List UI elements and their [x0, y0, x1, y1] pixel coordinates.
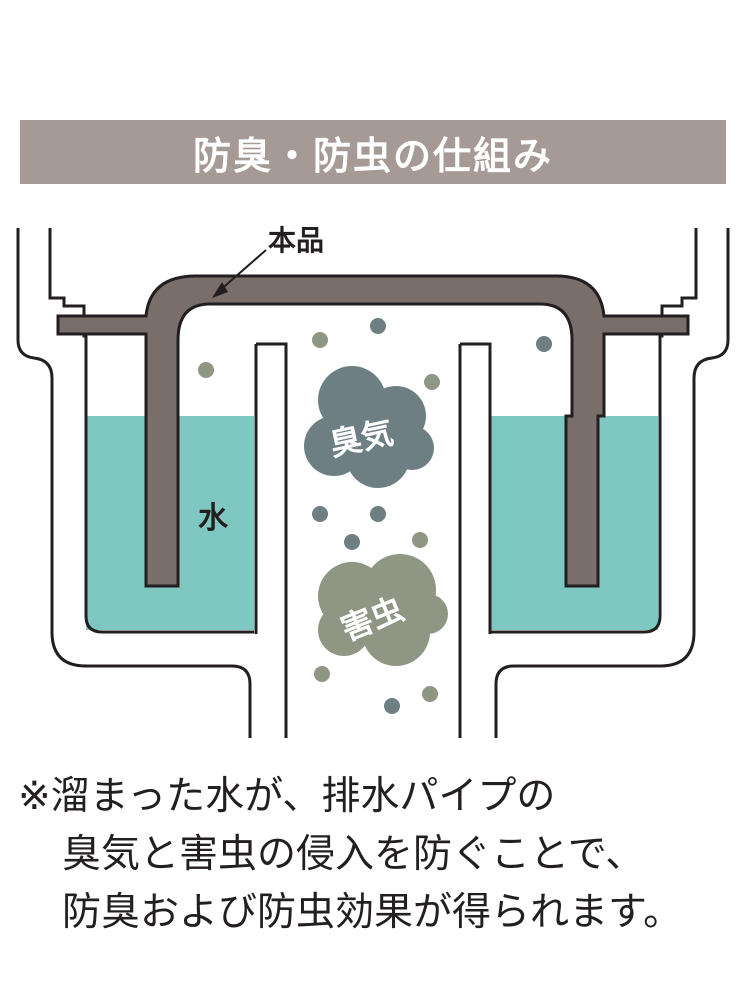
note-line-3: 防臭および防虫効果が得られます。 [62, 890, 683, 935]
particle [412, 532, 428, 548]
drain-pipe-left-wall [254, 342, 288, 738]
particle [422, 686, 438, 702]
product-label: 本品 [268, 224, 324, 257]
housing-outline-right [494, 228, 730, 738]
particle [314, 666, 330, 682]
drain-pipe-right-wall [458, 342, 492, 738]
odor-cloud [304, 366, 434, 488]
particle [198, 362, 214, 378]
particle [370, 506, 386, 522]
note-line-2: 臭気と害虫の侵入を防ぐことで、 [62, 832, 645, 877]
product-cap [56, 274, 690, 588]
explanation-note: ※溜まった水が、排水パイプの 臭気と害虫の侵入を防ぐことで、 防臭および防虫効果… [18, 768, 748, 942]
particle [312, 506, 328, 522]
title-banner: 防臭・防虫の仕組み [20, 120, 726, 184]
particle [384, 698, 400, 714]
trap-diagram: 本品 水 臭気 害虫 [16, 224, 730, 738]
housing-outline [16, 228, 252, 738]
note-line-1: ※溜まった水が、排水パイプの [18, 774, 556, 819]
product-pointer-arrowhead [212, 282, 228, 298]
water-label: 水 [198, 501, 229, 536]
pest-cloud [318, 554, 448, 666]
product-pointer-arrow [217, 249, 267, 293]
housing-outline-inner-left [48, 228, 254, 634]
particles [198, 318, 552, 714]
diagram-title: 防臭・防虫の仕組み [192, 133, 553, 178]
particle [370, 318, 386, 334]
particle [344, 534, 360, 550]
particle [424, 374, 440, 390]
particle [536, 336, 552, 352]
particle [312, 332, 328, 348]
housing-outline-inner-right [490, 228, 698, 634]
